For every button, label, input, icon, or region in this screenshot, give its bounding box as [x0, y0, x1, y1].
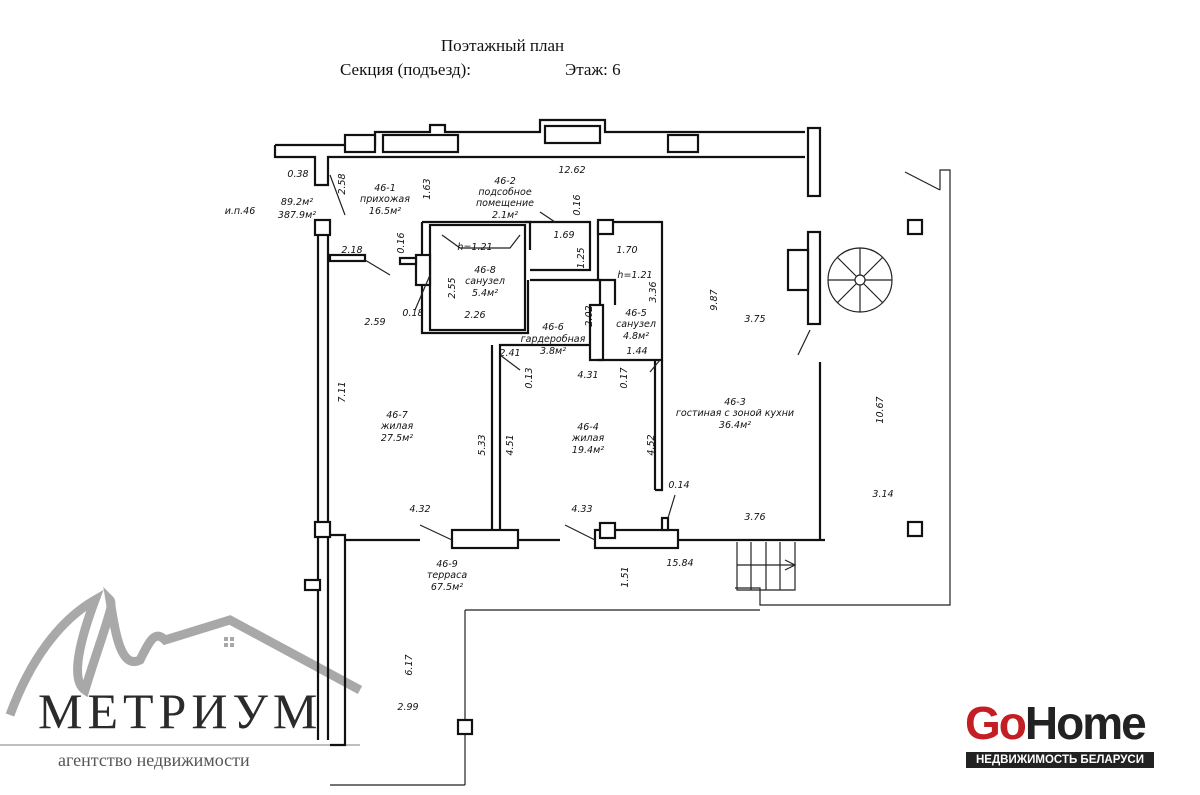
room-46-7: 46-7 жилая 27.5м²: [380, 410, 414, 444]
room-46-2: 46-2 2.1м² подсобное помещение: [476, 176, 534, 221]
svg-text:3.14: 3.14: [872, 489, 893, 500]
metrium-logo-text: МЕТРИУМ: [38, 683, 323, 739]
svg-text:67.5м²: 67.5м²: [431, 582, 463, 593]
room-46-6: 46-6 гардеробная 3.8м²: [521, 322, 586, 357]
svg-text:46-9: 46-9: [436, 559, 458, 570]
svg-text:3.76: 3.76: [744, 512, 765, 523]
metrium-logo-mark: [0, 586, 363, 746]
unit-summary: и.п.46 89.2м² 387.9м²: [225, 197, 317, 221]
svg-text:4.33: 4.33: [571, 504, 592, 515]
svg-text:46-1: 46-1: [374, 183, 396, 194]
svg-text:санузел: санузел: [616, 319, 656, 330]
svg-text:терраса: терраса: [427, 570, 467, 581]
svg-text:жилая: жилая: [380, 421, 414, 432]
svg-text:89.2м²: 89.2м²: [281, 197, 313, 208]
room-46-3: 46-3 гостиная с зоной кухни 36.4м²: [676, 397, 794, 431]
svg-text:1.69: 1.69: [553, 230, 574, 241]
spiral-staircase: [827, 247, 893, 313]
svg-text:10.67: 10.67: [875, 396, 886, 423]
plan-title: Поэтажный план: [440, 36, 565, 55]
svg-text:46-3: 46-3: [724, 397, 746, 408]
metrium-logo-subtitle: агентство недвижимости: [58, 750, 250, 770]
svg-text:12.62: 12.62: [558, 165, 585, 176]
svg-text:0.14: 0.14: [668, 480, 689, 491]
svg-text:3.8м²: 3.8м²: [540, 346, 566, 357]
svg-text:1.51: 1.51: [620, 566, 631, 587]
gohome-logo-subtitle: НЕДВИЖИМОСТЬ БЕЛАРУСИ: [966, 752, 1154, 768]
svg-text:46-5: 46-5: [625, 308, 647, 319]
room-46-9: 46-9 терраса 67.5м²: [427, 559, 467, 593]
room-46-4: 46-4 жилая 19.4м²: [571, 422, 605, 456]
svg-text:46-6: 46-6: [542, 322, 564, 333]
svg-text:3.75: 3.75: [744, 314, 765, 325]
svg-text:4.51: 4.51: [505, 434, 516, 455]
svg-text:0.18: 0.18: [402, 308, 423, 319]
svg-text:7.11: 7.11: [337, 381, 348, 402]
svg-text:46-7: 46-7: [386, 410, 408, 421]
svg-text:0.16: 0.16: [396, 232, 407, 253]
gohome-logo-go: Go: [965, 697, 1027, 749]
svg-text:0.16: 0.16: [572, 194, 583, 215]
svg-text:прихожая: прихожая: [360, 194, 410, 205]
svg-text:2.55: 2.55: [447, 277, 458, 298]
svg-text:подсобное: подсобное: [478, 187, 532, 198]
svg-text:46-4: 46-4: [577, 422, 599, 433]
svg-text:5.33: 5.33: [477, 434, 488, 455]
svg-text:жилая: жилая: [571, 433, 605, 444]
gohome-logo-home: Home: [1024, 697, 1147, 749]
svg-text:4.31: 4.31: [577, 370, 598, 381]
svg-text:санузел: санузел: [465, 276, 505, 287]
svg-text:5.4м²: 5.4м²: [472, 288, 498, 299]
svg-text:19.4м²: 19.4м²: [572, 445, 604, 456]
svg-text:2.59: 2.59: [364, 317, 385, 328]
svg-text:387.9м²: 387.9м²: [278, 210, 316, 221]
svg-text:0.38: 0.38: [287, 169, 308, 180]
svg-text:4.52: 4.52: [646, 434, 657, 455]
svg-text:9.87: 9.87: [709, 289, 720, 310]
svg-text:2.1м²: 2.1м²: [492, 210, 518, 221]
svg-text:15.84: 15.84: [666, 558, 693, 569]
svg-text:46-8: 46-8: [474, 265, 496, 276]
svg-text:1.25: 1.25: [576, 247, 587, 268]
svg-text:2.99: 2.99: [397, 702, 418, 713]
svg-text:27.5м²: 27.5м²: [381, 433, 413, 444]
svg-text:h=1.21: h=1.21: [617, 270, 652, 281]
svg-text:1.70: 1.70: [616, 245, 637, 256]
room-46-2-name-line2: помещение: [476, 198, 534, 209]
room-46-1: 46-1 прихожая 16.5м²: [360, 183, 410, 217]
svg-text:2.18: 2.18: [341, 245, 362, 256]
section-label: Секция (подъезд):: [340, 60, 472, 79]
terrace-outline: [330, 169, 951, 786]
room-46-5: 46-5 санузел 4.8м²: [616, 308, 656, 342]
room-46-8: 46-8 санузел 5.4м²: [465, 265, 505, 299]
svg-text:4.32: 4.32: [409, 504, 430, 515]
svg-text:1.44: 1.44: [626, 346, 647, 357]
svg-text:2.58: 2.58: [337, 173, 348, 194]
svg-text:2.26: 2.26: [464, 310, 485, 321]
dimension-labels: 0.38 2.58 1.63 12.62 0.16 2.18 0.16 h=1.…: [287, 165, 893, 713]
svg-text:0.13: 0.13: [524, 367, 535, 388]
svg-text:2.02: 2.02: [584, 305, 595, 326]
svg-text:16.5м²: 16.5м²: [369, 206, 401, 217]
svg-text:3.36: 3.36: [648, 281, 659, 302]
svg-text:0.17: 0.17: [619, 367, 630, 388]
svg-text:2.41: 2.41: [499, 348, 520, 359]
svg-text:36.4м²: 36.4м²: [719, 420, 751, 431]
svg-text:6.17: 6.17: [404, 654, 415, 675]
svg-text:4.8м²: 4.8м²: [623, 331, 649, 342]
svg-text:и.п.46: и.п.46: [225, 206, 256, 217]
svg-text:1.63: 1.63: [422, 178, 433, 199]
floor-label: Этаж: 6: [565, 60, 621, 79]
gohome-logo: GoHome: [965, 697, 1147, 749]
svg-text:гардеробная: гардеробная: [521, 334, 586, 345]
walls: [273, 118, 825, 747]
svg-text:h=1.21: h=1.21: [457, 242, 492, 253]
svg-text:гостиная с зоной кухни: гостиная с зоной кухни: [676, 408, 794, 419]
svg-text:46-2: 46-2: [494, 176, 516, 187]
leader-lines: [329, 174, 811, 541]
staircase: [736, 542, 797, 591]
